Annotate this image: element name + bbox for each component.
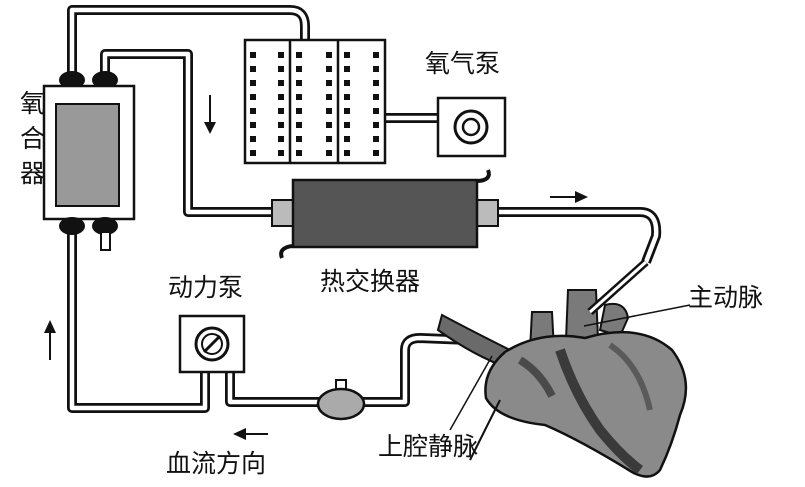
- tubing: [67, 5, 662, 413]
- oxygen-pump-label: 氧气泵: [425, 49, 500, 78]
- heat-exchanger-label: 热交换器: [320, 267, 420, 296]
- filter-dot: [296, 52, 302, 58]
- vena-cava-label: 上腔静脉: [378, 432, 478, 461]
- power-pump-label: 动力泵: [168, 273, 243, 302]
- filter-dot: [373, 80, 379, 86]
- filter-dot: [326, 108, 332, 114]
- oxygenator-label-char2: 合: [20, 124, 45, 153]
- filter-dot: [296, 94, 302, 100]
- filter-dot: [250, 136, 256, 142]
- heat-exchanger: [271, 169, 499, 259]
- filter-dot: [326, 150, 332, 156]
- filter-dot: [326, 80, 332, 86]
- filter-dot: [278, 136, 284, 142]
- filter-dot: [278, 52, 284, 58]
- filter-dot: [373, 94, 379, 100]
- oxygen-filter-columns: [243, 38, 387, 165]
- oxygen-pump: [436, 96, 507, 158]
- filter-dot: [296, 108, 302, 114]
- filter-dot: [278, 108, 284, 114]
- bubble-chamber: [316, 379, 366, 421]
- arrow-down-icon: [204, 95, 216, 134]
- filter-dot: [250, 94, 256, 100]
- filter-dot: [250, 150, 256, 156]
- filter-dot: [344, 136, 350, 142]
- filter-dot: [278, 122, 284, 128]
- filter-dot: [296, 136, 302, 142]
- filter-dot: [326, 94, 332, 100]
- filter-dot: [278, 150, 284, 156]
- arrow-right-icon: [550, 191, 588, 203]
- filter-dot: [296, 80, 302, 86]
- filter-dot: [278, 80, 284, 86]
- rotor-pump-icon: [194, 326, 230, 362]
- filter-dot: [250, 52, 256, 58]
- filter-dot: [250, 108, 256, 114]
- filter-dot: [250, 122, 256, 128]
- ring-pump-icon: [453, 109, 489, 145]
- filter-dot: [344, 80, 350, 86]
- filter-dot: [326, 66, 332, 72]
- filter-dot: [296, 66, 302, 72]
- filter-dot: [296, 122, 302, 128]
- filter-dot: [373, 122, 379, 128]
- filter-dot: [373, 136, 379, 142]
- filter-dot: [344, 108, 350, 114]
- filter-dot: [373, 66, 379, 72]
- filter-dot: [344, 66, 350, 72]
- filter-dot: [278, 66, 284, 72]
- power-pump: [178, 314, 246, 374]
- heart: [436, 289, 688, 478]
- arrow-up-icon: [44, 320, 56, 360]
- filter-dot: [344, 94, 350, 100]
- arrow-left-icon: [233, 428, 268, 440]
- oxygenator-label-char1: 氧: [20, 89, 45, 118]
- vena-cava-pointer: [449, 355, 493, 431]
- filter-dot: [326, 136, 332, 142]
- blood-flow-label: 血流方向: [166, 449, 266, 478]
- aorta-label: 主动脉: [688, 283, 763, 312]
- filter-dot: [373, 108, 379, 114]
- filter-dot: [250, 66, 256, 72]
- oxygenator-label-char3: 器: [20, 159, 45, 188]
- filter-dot: [344, 122, 350, 128]
- filter-dot: [373, 150, 379, 156]
- oxygenator: [42, 71, 136, 251]
- aorta-pointer: [583, 304, 691, 327]
- filter-dot: [250, 80, 256, 86]
- filter-dot: [326, 52, 332, 58]
- filter-dot: [344, 52, 350, 58]
- filter-dot: [344, 150, 350, 156]
- filter-dot: [326, 122, 332, 128]
- filter-dot: [373, 52, 379, 58]
- filter-dot: [278, 94, 284, 100]
- filter-dot: [296, 150, 302, 156]
